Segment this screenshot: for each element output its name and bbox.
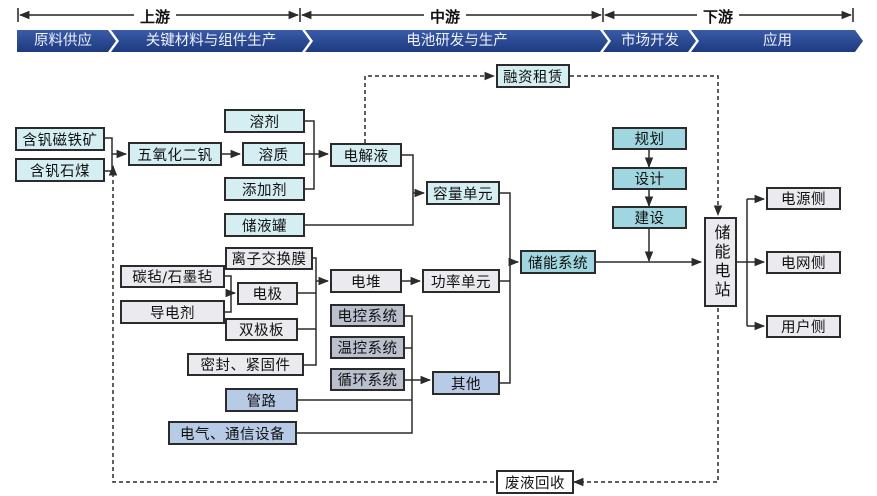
- node-bipolar-plate[interactable]: 双极板: [225, 318, 298, 341]
- dashed-connectors: [108, 71, 723, 487]
- node-additive[interactable]: 添加剂: [224, 177, 305, 201]
- node-pipeline[interactable]: 管路: [225, 388, 298, 412]
- node-temperature-control-system[interactable]: 温控系统: [330, 336, 405, 359]
- solid-connectors: [105, 120, 766, 434]
- node-seal-fastener[interactable]: 密封、紧固件: [187, 353, 304, 376]
- node-circulation-system[interactable]: 循环系统: [330, 368, 405, 391]
- node-ion-exchange-membrane[interactable]: 离子交换膜: [225, 247, 313, 270]
- node-power-unit[interactable]: 功率单元: [422, 269, 500, 293]
- node-energy-storage-system[interactable]: 储能系统: [520, 250, 596, 274]
- node-conductive-agent[interactable]: 导电剂: [120, 300, 225, 324]
- phase-chevron-battery: [305, 30, 608, 52]
- node-source-side[interactable]: 电源侧: [766, 187, 841, 210]
- node-electrolyte[interactable]: 电解液: [330, 143, 402, 167]
- node-design[interactable]: 设计: [612, 167, 687, 190]
- node-electrical-communication[interactable]: 电气、通信设备: [168, 421, 297, 445]
- phase-chevron-raw: [17, 30, 116, 52]
- node-tank[interactable]: 储液罐: [224, 213, 305, 237]
- node-user-side[interactable]: 用户侧: [766, 315, 841, 338]
- node-energy-storage-station[interactable]: 储能电站: [704, 217, 737, 307]
- node-construction[interactable]: 建设: [612, 206, 687, 229]
- phase-label-raw: 原料供应: [34, 33, 92, 49]
- node-planning[interactable]: 规划: [612, 127, 687, 150]
- node-grid-side[interactable]: 电网侧: [766, 251, 841, 274]
- phase-label-battery: 电池研发与生产: [406, 33, 508, 49]
- node-solvent[interactable]: 溶剂: [224, 109, 305, 133]
- node-other[interactable]: 其他: [432, 371, 500, 395]
- phase-label-application: 应用: [763, 33, 792, 49]
- node-carbon-felt[interactable]: 碳毡/石墨毡: [120, 265, 225, 288]
- phase-label-materials: 关键材料与组件生产: [145, 33, 277, 49]
- node-electric-control-system[interactable]: 电控系统: [330, 304, 405, 327]
- phase-chevron-market: [603, 30, 696, 52]
- stage-label-midstream: 中游: [424, 6, 467, 27]
- node-waste-liquid-recycling[interactable]: 废液回收: [496, 470, 574, 494]
- node-solute[interactable]: 溶质: [242, 142, 305, 166]
- node-financing-lease[interactable]: 融资租赁: [496, 64, 570, 88]
- stage-label-upstream: 上游: [134, 6, 177, 27]
- node-vanadium-coal[interactable]: 含钒石煤: [15, 158, 105, 182]
- node-capacity-unit[interactable]: 容量单元: [426, 181, 500, 205]
- node-electrode[interactable]: 电极: [237, 282, 298, 305]
- node-stack[interactable]: 电堆: [330, 269, 402, 293]
- phase-chevron-application: [691, 30, 863, 52]
- node-vanadium-magnetite[interactable]: 含钒磁铁矿: [15, 127, 105, 151]
- phase-label-market: 市场开发: [621, 33, 679, 49]
- phase-band: [17, 30, 863, 52]
- node-v2o5[interactable]: 五氧化二钒: [128, 142, 222, 166]
- phase-chevron-materials: [111, 30, 310, 52]
- stage-label-downstream: 下游: [697, 6, 740, 27]
